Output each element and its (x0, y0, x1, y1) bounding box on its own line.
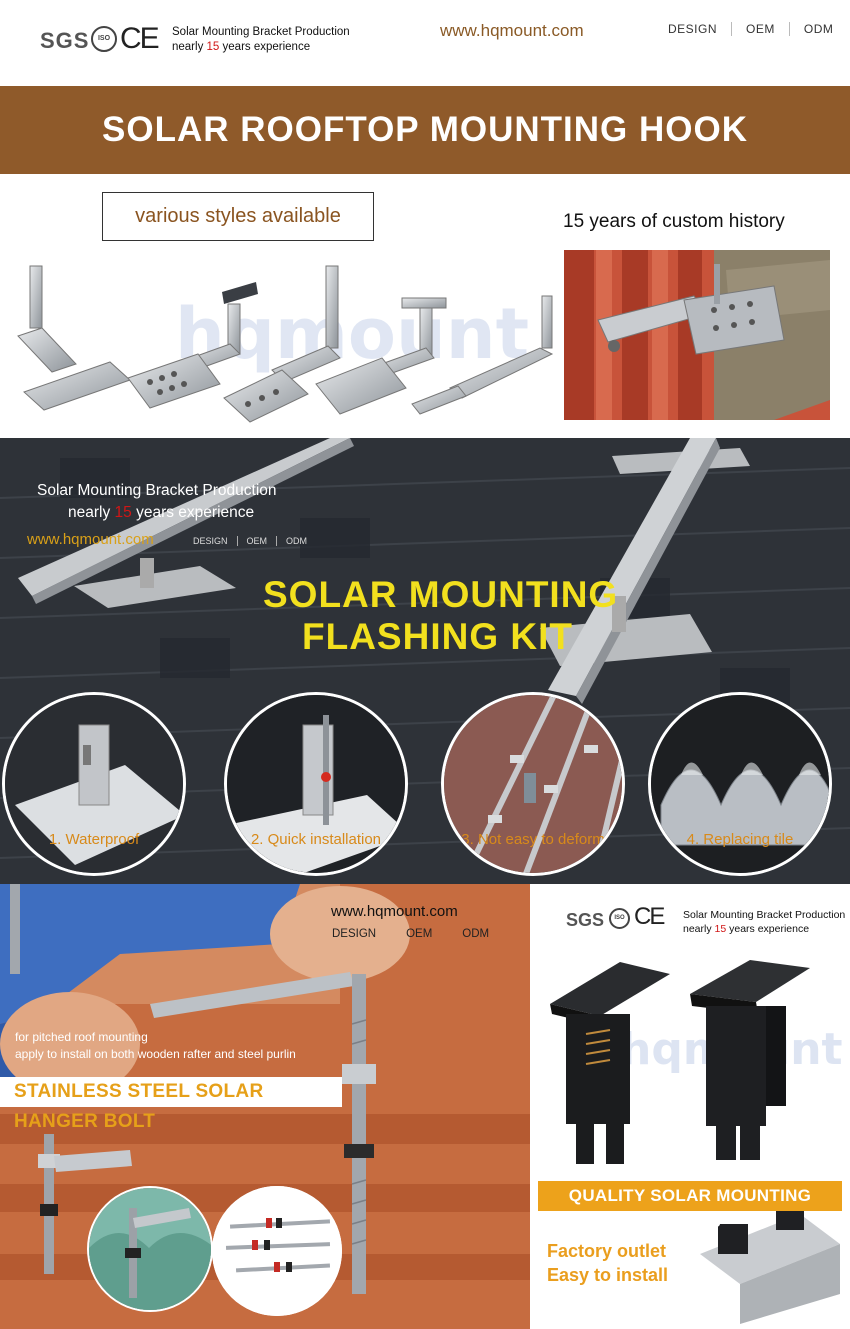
bolt-install-circle (87, 1186, 213, 1312)
sgs-logo: SGS (40, 28, 90, 53)
nav-design[interactable]: DESIGN (193, 536, 228, 546)
clamp-feature-1: Factory outlet (547, 1241, 667, 1261)
flashing-kit-section: Solar Mounting Bracket Production nearly… (0, 438, 850, 884)
feature-caption: 1. Waterproof (48, 831, 140, 848)
title-banner: SOLAR ROOFTOP MOUNTING HOOK (0, 86, 850, 174)
feature-not-easy-to-deform: 3. Not easy to deform (441, 692, 625, 876)
clamp-section: SGS ISO CE Solar Mounting Bracket Produc… (530, 884, 850, 1329)
bolt-description-line1: for pitched roof mounting (15, 1030, 148, 1044)
years-highlight: 15 (206, 41, 220, 53)
feature-waterproof: 1. Waterproof (2, 692, 186, 876)
feature-caption: 3. Not easy to deform (461, 831, 605, 848)
flashing-title-line2: FLASHING KIT (302, 616, 573, 657)
hook-style-5 (411, 295, 554, 415)
years-highlight: 15 (714, 923, 727, 935)
feature-caption: 4. Replacing tile (686, 831, 794, 848)
history-label: 15 years of custom history (563, 211, 785, 232)
iso-logo: ISO (609, 908, 630, 929)
flashing-website[interactable]: www.hqmount.com (27, 531, 154, 548)
ce-logo: CE (634, 903, 665, 930)
feature-caption: 2. Quick installation (250, 831, 382, 848)
hook-products-image: hqmount (17, 265, 554, 423)
nav-oem[interactable]: OEM (731, 22, 789, 36)
hook-style-1 (17, 265, 131, 411)
end-clamp (690, 960, 810, 1160)
nav-oem[interactable]: OEM (406, 928, 433, 940)
feature-replacing-tile: 4. Replacing tile (648, 692, 832, 876)
iso-logo: ISO (91, 26, 117, 52)
quick-installation-image (227, 695, 405, 873)
flashing-tagline-line2: nearly 15 years experience (68, 504, 255, 521)
roof-hook-photo (564, 250, 830, 420)
feature-quick-installation: 2. Quick installation (224, 692, 408, 876)
middle-clamp (550, 962, 670, 1164)
bolt-title: STAINLESS STEEL SOLAR HANGER BOLT (0, 1077, 342, 1132)
nav-odm[interactable]: ODM (462, 928, 490, 940)
nav-odm[interactable]: ODM (788, 22, 848, 36)
not-easy-to-deform-image (444, 695, 622, 873)
tagline-line1: Solar Mounting Bracket Production (683, 909, 846, 921)
years-highlight: 15 (114, 504, 132, 521)
tagline-line1: Solar Mounting Bracket Production (172, 26, 350, 38)
bolt-variants-image (212, 1186, 342, 1316)
nav-odm[interactable]: ODM (276, 536, 316, 546)
header: SGS ISO CE Solar Mounting Bracket Produc… (0, 0, 850, 86)
replacing-tile-image (651, 695, 829, 873)
flashing-nav: DESIGN OEM ODM (193, 536, 316, 546)
clamp-tagline: Solar Mounting Bracket Production nearly… (683, 908, 845, 936)
tile-roof-bolt-image (89, 1188, 211, 1310)
top-nav: DESIGN OEM ODM (668, 22, 847, 36)
nav-oem[interactable]: OEM (236, 536, 277, 546)
bolt-website[interactable]: www.hqmount.com (331, 903, 458, 920)
hook-style-3 (223, 265, 341, 423)
clamp-title: QUALITY SOLAR MOUNTING CLAMP (538, 1181, 842, 1235)
tagline-line2: nearly 15 years experience (683, 923, 810, 935)
styles-label: various styles available (102, 192, 374, 241)
bolt-description-line2: apply to install on both wooden rafter a… (15, 1047, 296, 1061)
website-link[interactable]: www.hqmount.com (440, 21, 584, 40)
waterproof-image (5, 695, 183, 873)
ce-logo: CE (120, 22, 160, 55)
header-tagline: Solar Mounting Bracket Production nearly… (172, 25, 350, 55)
nav-design[interactable]: DESIGN (668, 22, 718, 36)
clamp-product-image: hqmount (550, 960, 843, 1324)
flashing-title-line1: SOLAR MOUNTING (263, 574, 619, 615)
hanger-bolt-section: www.hqmount.com DESIGN OEM ODM for pitch… (0, 884, 530, 1329)
sgs-logo: SGS (566, 910, 605, 930)
hook-style-4 (315, 297, 447, 415)
page-title: SOLAR ROOFTOP MOUNTING HOOK (102, 110, 748, 149)
bolt-variants-circle (212, 1186, 342, 1316)
bolt-nav: DESIGN OEM ODM (332, 928, 519, 940)
flashing-tagline-line1: Solar Mounting Bracket Production (37, 482, 277, 499)
clamp-feature-2: Easy to install (547, 1265, 669, 1285)
tagline-line2: nearly 15 years experience (172, 41, 311, 53)
hooks-section: various styles available 15 years of cus… (0, 174, 850, 438)
nav-design[interactable]: DESIGN (332, 928, 377, 940)
rail-with-clamps (700, 1202, 840, 1324)
hook-style-2 (127, 282, 258, 409)
